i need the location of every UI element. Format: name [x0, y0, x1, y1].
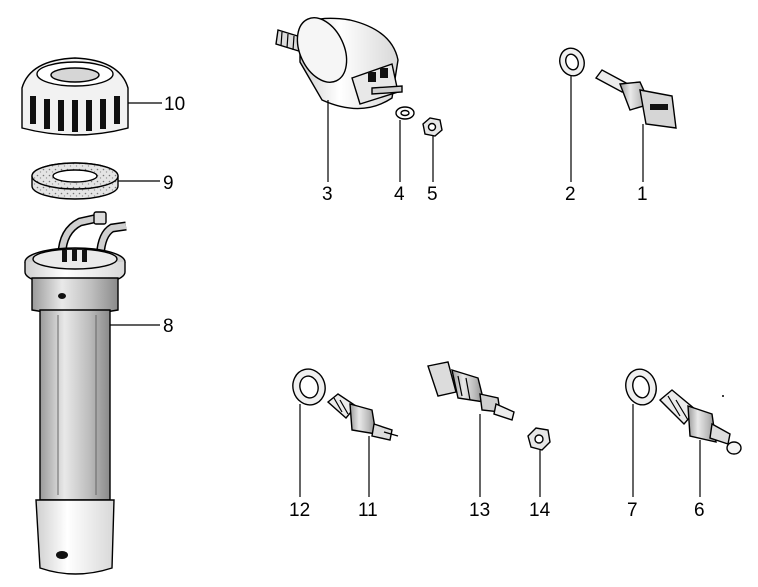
part-10-cap — [21, 57, 162, 136]
label-4: 4 — [394, 184, 405, 205]
part-4-washer — [395, 106, 415, 182]
part-8-sender-unit — [24, 211, 160, 575]
label-7: 7 — [627, 500, 638, 521]
label-9: 9 — [163, 173, 174, 194]
label-3: 3 — [322, 184, 333, 205]
part-2-washer — [559, 47, 585, 182]
label-1: 1 — [637, 184, 648, 205]
label-11: 11 — [358, 500, 378, 521]
label-12: 12 — [289, 500, 310, 521]
part-9-seal — [31, 162, 160, 200]
label-2: 2 — [565, 184, 576, 205]
part-14-nut — [527, 427, 551, 497]
part-1-sensor — [594, 69, 677, 182]
part-12-washer — [292, 368, 326, 497]
label-8: 8 — [163, 316, 174, 337]
part-11-switch — [326, 393, 399, 497]
label-13: 13 — [469, 500, 490, 521]
label-6: 6 — [694, 500, 705, 521]
label-5: 5 — [427, 184, 438, 205]
part-3-pump — [275, 17, 403, 182]
part-5-nut — [422, 117, 443, 182]
part-7-washer — [625, 368, 657, 497]
part-13-sensor — [427, 361, 515, 497]
label-14: 14 — [529, 500, 551, 521]
part-6-sensor — [658, 389, 742, 497]
label-10: 10 — [164, 94, 185, 115]
